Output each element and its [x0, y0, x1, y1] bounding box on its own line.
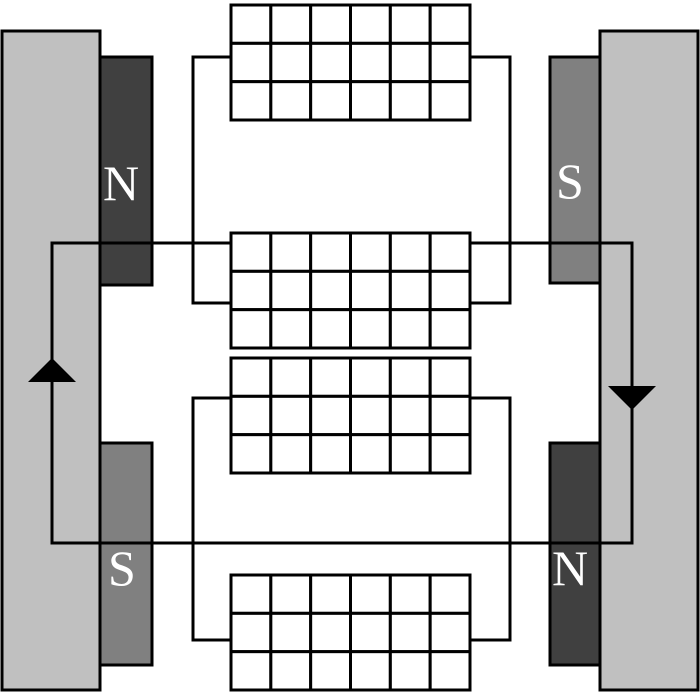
coil-cell	[229, 3, 273, 45]
coil-cell	[428, 3, 472, 45]
coil-cell	[269, 573, 313, 615]
coil-cell	[229, 231, 273, 273]
coil-cell	[428, 231, 472, 273]
coil-cell	[229, 356, 273, 398]
label-left-bottom: S	[108, 540, 136, 596]
coil-cell	[349, 80, 392, 122]
coil-cell	[428, 433, 472, 475]
coil-cell	[269, 80, 313, 122]
coil-cell	[349, 433, 392, 475]
coil-cell	[269, 433, 313, 475]
coil-cell	[428, 611, 472, 654]
coil-cell	[229, 573, 273, 615]
coil-cell	[428, 41, 472, 84]
coil-block-3	[229, 356, 472, 475]
coil-block-2	[229, 231, 472, 350]
coil-cell	[349, 650, 392, 692]
coil-cell	[269, 41, 313, 84]
coil-cell	[349, 394, 392, 437]
coil-loop-upper	[191, 55, 231, 305]
coil-cell	[229, 80, 273, 122]
coil-loop-lower-right	[470, 396, 512, 642]
coil-cell	[388, 650, 432, 692]
coil-cell	[388, 3, 432, 45]
coil-cell	[269, 269, 313, 312]
coil-cell	[229, 611, 273, 654]
coil-cell	[349, 308, 392, 350]
coil-cell	[229, 308, 273, 350]
magnet-right-top	[548, 55, 602, 285]
coil-cell	[309, 394, 352, 437]
label-right-bottom: N	[552, 540, 588, 596]
coil-cell	[349, 356, 392, 398]
coil-block-4	[229, 573, 472, 692]
coil-cell	[349, 3, 392, 45]
coil-cell	[349, 231, 392, 273]
coil-cell	[428, 308, 472, 350]
coil-cell	[388, 356, 432, 398]
coil-loop-lower	[191, 396, 231, 642]
coil-cell	[309, 433, 352, 475]
coil-cell	[388, 80, 432, 122]
coil-cell	[269, 308, 313, 350]
coil-cell	[309, 80, 352, 122]
magnet-right-bottom	[548, 441, 602, 667]
coil-cell	[229, 41, 273, 84]
coil-cell	[428, 356, 472, 398]
coil-cell	[388, 308, 432, 350]
arrow-down-icon	[608, 386, 656, 410]
coil-cell	[349, 269, 392, 312]
arrow-up-icon	[28, 358, 76, 382]
coil-cell	[388, 231, 432, 273]
coil-cell	[309, 308, 352, 350]
magnet-left-bottom	[98, 441, 154, 667]
coil-cell	[269, 3, 313, 45]
coil-cell	[269, 356, 313, 398]
coil-cell	[309, 269, 352, 312]
coil-cell	[428, 394, 472, 437]
coil-cell	[388, 41, 432, 84]
coil-cell	[349, 573, 392, 615]
coil-cell	[309, 611, 352, 654]
coil-cell	[349, 41, 392, 84]
coil-cell	[388, 269, 432, 312]
coil-block-1	[229, 3, 472, 122]
coil-cell	[269, 394, 313, 437]
coil-cell	[229, 269, 273, 312]
coil-cell	[229, 433, 273, 475]
coil-cell	[388, 611, 432, 654]
coil-cell	[309, 650, 352, 692]
coil-cell	[388, 394, 432, 437]
label-right-top: S	[556, 153, 584, 209]
coil-cell	[229, 650, 273, 692]
coil-cell	[229, 394, 273, 437]
coil-cell	[269, 650, 313, 692]
coil-cell	[309, 356, 352, 398]
coil-cell	[309, 3, 352, 45]
coil-cell	[388, 433, 432, 475]
coil-cell	[269, 231, 313, 273]
coil-cell	[349, 611, 392, 654]
coil-cell	[428, 269, 472, 312]
coil-cell	[428, 650, 472, 692]
magnet-left-top	[98, 55, 154, 287]
right-core	[598, 29, 700, 692]
coil-loop-upper-right	[470, 55, 512, 305]
coil-cell	[309, 41, 352, 84]
coil-cell	[428, 573, 472, 615]
label-left-top: N	[103, 155, 139, 211]
coil-cell	[428, 80, 472, 122]
coil-cell	[309, 573, 352, 615]
coil-cell	[269, 611, 313, 654]
coil-cell	[388, 573, 432, 615]
coil-cell	[309, 231, 352, 273]
